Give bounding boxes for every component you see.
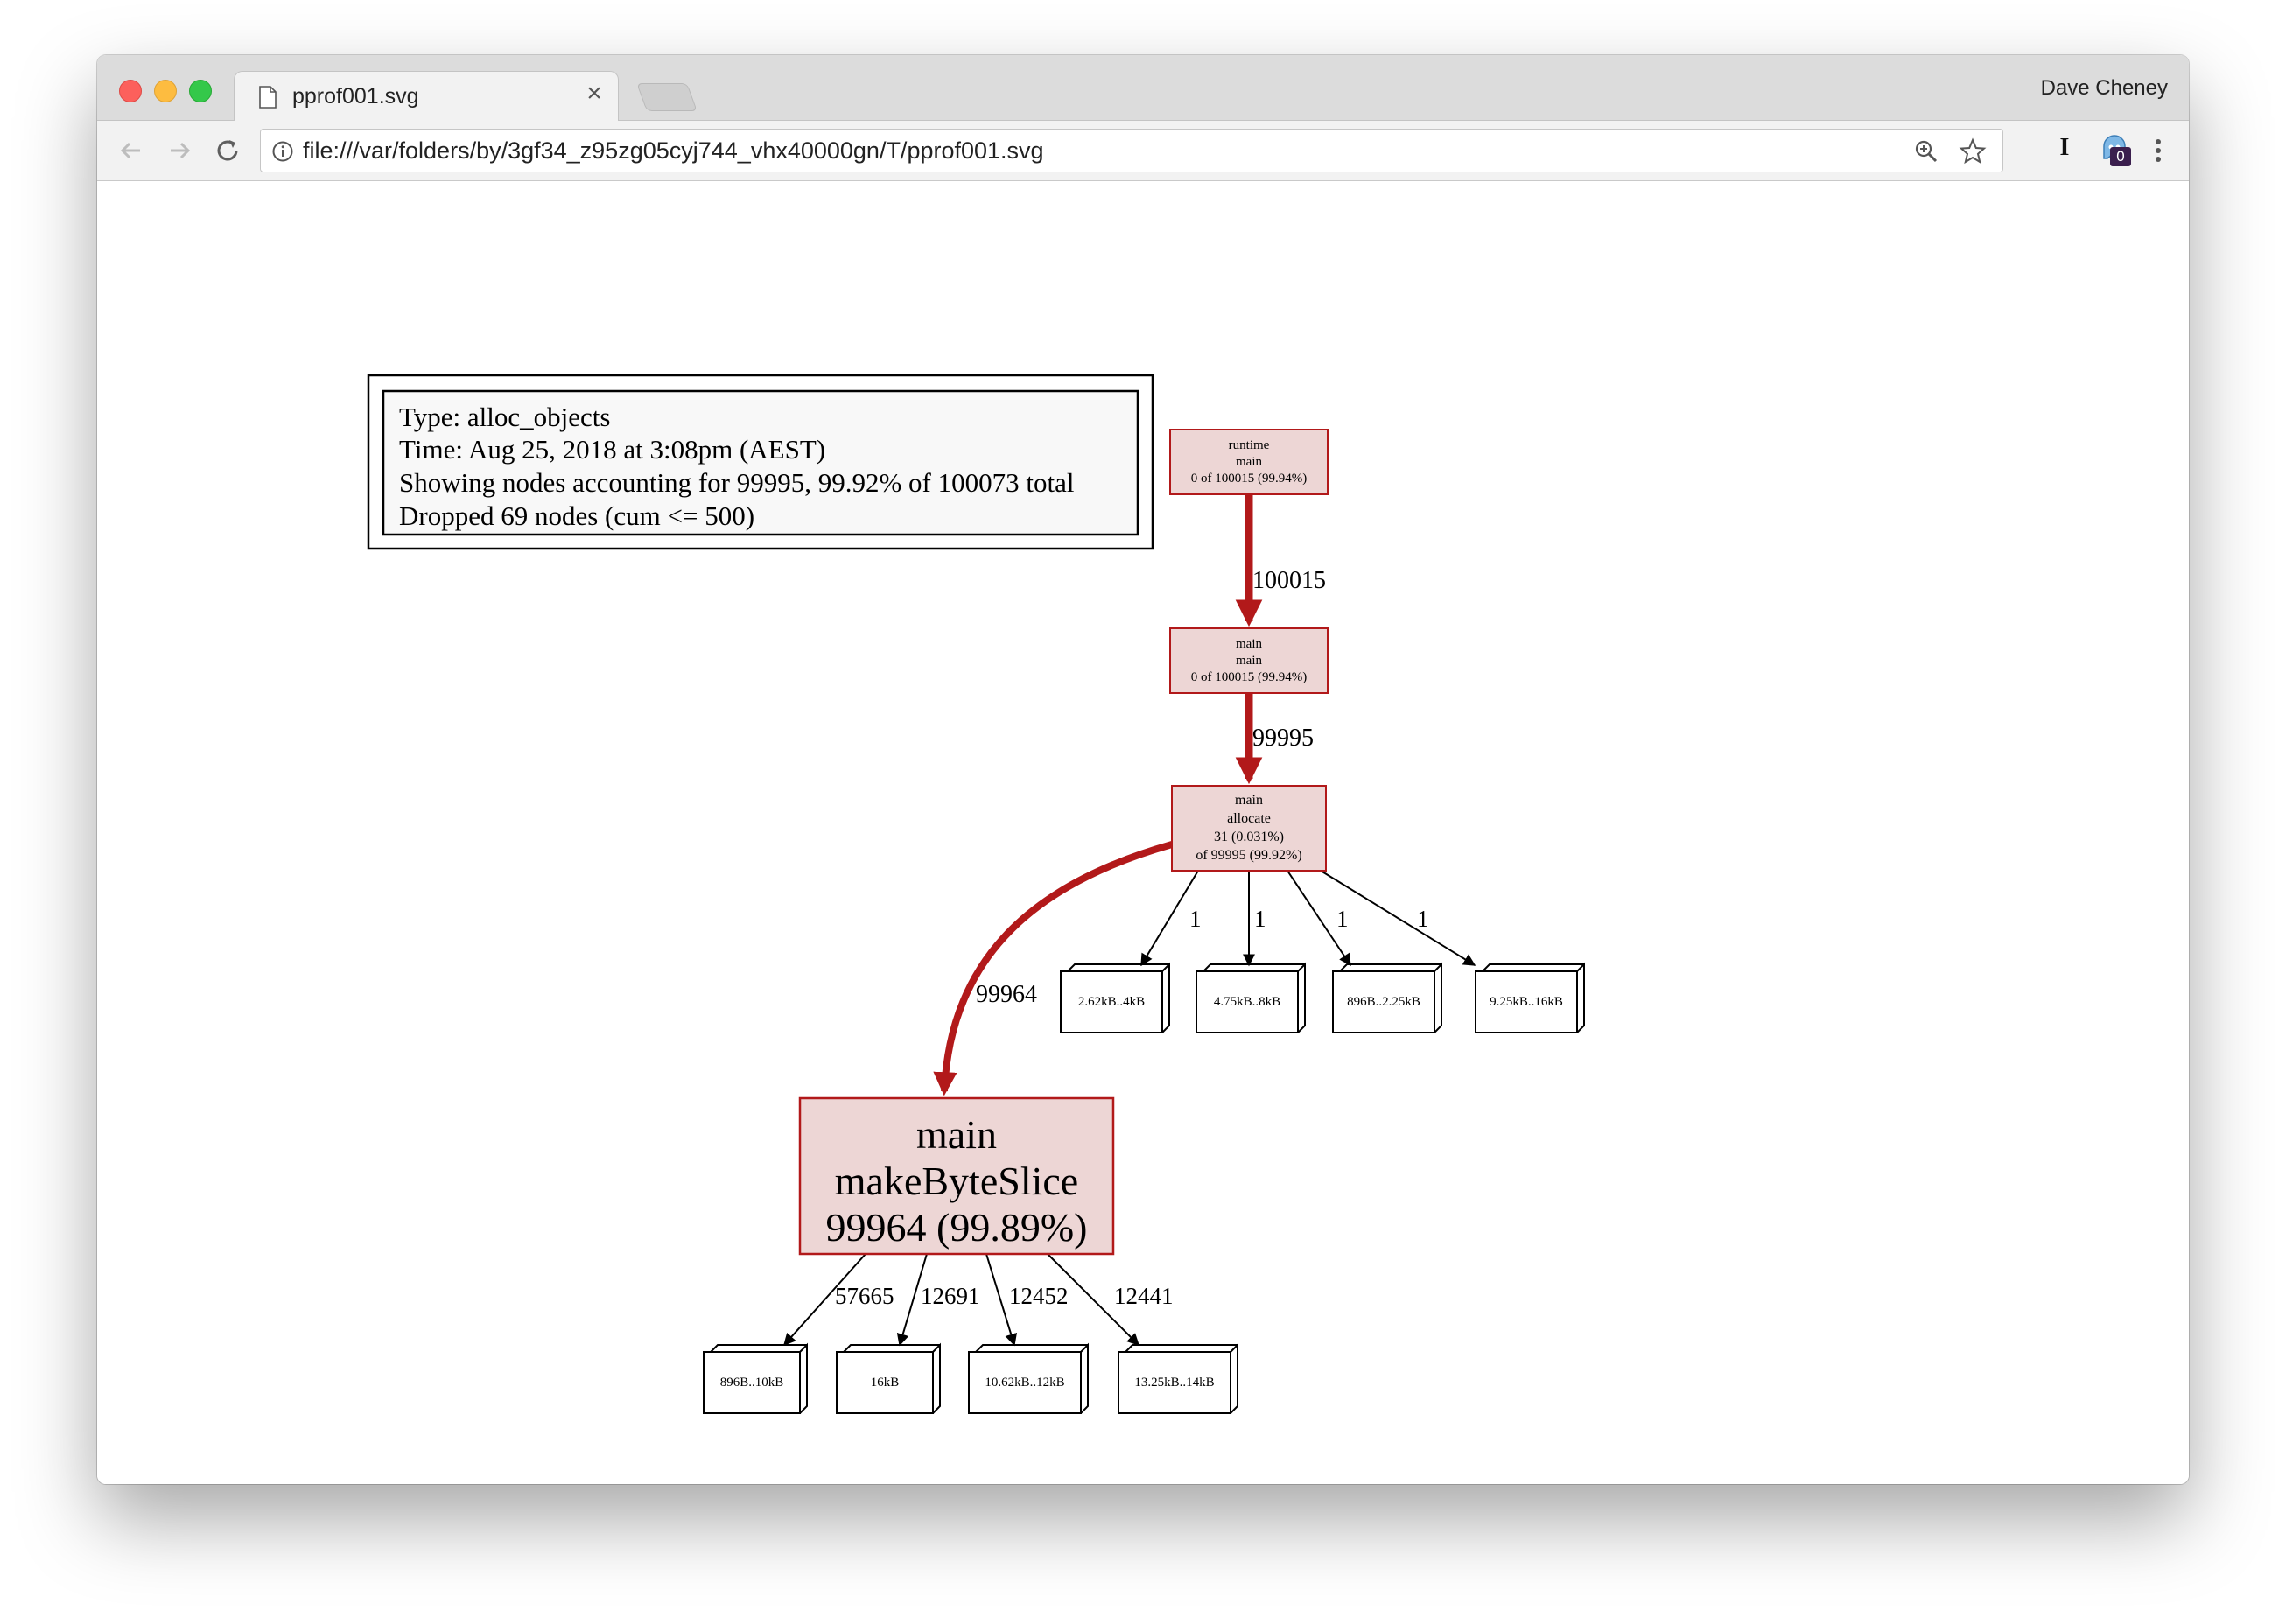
box-label: 896B..2.25kB — [1347, 995, 1420, 1009]
alloc-size-box[interactable]: 4.75kB..8kB — [1196, 962, 1306, 1033]
alloc-size-box[interactable]: 16kB — [836, 1342, 941, 1414]
edge-label: 12452 — [1009, 1283, 1069, 1309]
zoom-icon[interactable] — [1913, 138, 1939, 164]
node-label: main — [1236, 455, 1262, 469]
node-label: main — [916, 1112, 997, 1157]
edge-label: 12441 — [1114, 1283, 1174, 1309]
node-label: allocate — [1227, 811, 1271, 826]
node-label: 0 of 100015 (99.94%) — [1191, 670, 1307, 684]
legend-line: Time: Aug 25, 2018 at 3:08pm (AEST) — [399, 434, 825, 465]
legend-line: Dropped 69 nodes (cum <= 500) — [399, 500, 754, 531]
url-input[interactable] — [303, 134, 1896, 167]
legend-line: Type: alloc_objects — [399, 402, 610, 432]
tab-close-button[interactable]: × — [586, 79, 602, 108]
title-bar: pprof001.svg × Dave Cheney — [97, 55, 2189, 122]
edge-allocate-to-makebyteslice[interactable] — [933, 841, 1174, 1096]
document-icon — [259, 86, 277, 108]
reload-icon[interactable] — [210, 133, 245, 168]
edge-label: 99964 — [976, 981, 1037, 1008]
info-icon[interactable] — [271, 140, 294, 163]
extension-i-button[interactable]: I — [2059, 134, 2070, 161]
node-main-allocate[interactable]: main allocate 31 (0.031%) of 99995 (99.9… — [1171, 785, 1327, 872]
box-label: 16kB — [871, 1376, 900, 1390]
page-content: Type: alloc_objects Time: Aug 25, 2018 a… — [97, 181, 2189, 1484]
tab-pprof001[interactable]: pprof001.svg × — [234, 71, 619, 122]
extension-badge: 0 — [2110, 147, 2131, 166]
edge-allocate-to-box[interactable] — [1140, 870, 1199, 967]
node-label: runtime — [1229, 438, 1270, 452]
box-label: 10.62kB..12kB — [985, 1376, 1064, 1390]
node-label: 99964 (99.89%) — [826, 1205, 1088, 1250]
node-main-main[interactable]: main main 0 of 100015 (99.94%) — [1169, 627, 1329, 694]
alloc-size-box[interactable]: 896B..10kB — [703, 1342, 808, 1414]
edge-label: 100015 — [1252, 567, 1326, 594]
edge-make-to-box[interactable] — [1047, 1253, 1139, 1346]
alloc-size-box[interactable]: 9.25kB..16kB — [1475, 962, 1585, 1033]
pprof-graph: Type: alloc_objects Time: Aug 25, 2018 a… — [367, 374, 1585, 1414]
edge-label: 1 — [1189, 906, 1202, 932]
edge-label: 12691 — [921, 1283, 980, 1309]
node-label: main — [1236, 637, 1262, 651]
node-label: 0 of 100015 (99.94%) — [1191, 472, 1307, 486]
edge-allocate-to-box[interactable] — [1287, 870, 1351, 967]
menu-dots-icon[interactable] — [2148, 135, 2169, 166]
node-label: of 99995 (99.92%) — [1196, 848, 1301, 863]
browser-window: pprof001.svg × Dave Cheney — [97, 55, 2189, 1484]
box-label: 2.62kB..4kB — [1078, 995, 1145, 1009]
box-label: 13.25kB..14kB — [1134, 1376, 1214, 1390]
edge-label: 1 — [1417, 906, 1429, 932]
edge-label: 57665 — [835, 1283, 894, 1309]
alloc-size-box[interactable]: 896B..2.25kB — [1332, 962, 1442, 1033]
node-make-byte-slice[interactable]: main makeByteSlice 99964 (99.89%) — [798, 1096, 1115, 1256]
window-minimize-button[interactable] — [154, 80, 177, 102]
node-label: 31 (0.031%) — [1214, 830, 1284, 844]
edge-label: 1 — [1254, 906, 1266, 932]
edge-make-to-box[interactable] — [985, 1253, 1017, 1347]
profile-name[interactable]: Dave Cheney — [2040, 76, 2168, 100]
edge-allocate-to-box[interactable] — [1320, 870, 1476, 966]
legend-line: Showing nodes accounting for 99995, 99.9… — [399, 467, 1074, 498]
node-label: makeByteSlice — [835, 1158, 1078, 1203]
alloc-size-box[interactable]: 10.62kB..12kB — [968, 1342, 1089, 1414]
box-label: 9.25kB..16kB — [1490, 995, 1563, 1009]
browser-toolbar: I 0 — [97, 121, 2189, 181]
alloc-size-box[interactable]: 2.62kB..4kB — [1060, 962, 1170, 1033]
address-bar[interactable] — [260, 129, 2003, 172]
box-label: 896B..10kB — [720, 1376, 784, 1390]
node-label: main — [1236, 654, 1262, 668]
new-tab-button[interactable] — [636, 83, 698, 111]
edge-label: 99995 — [1252, 724, 1314, 752]
edge-make-to-box[interactable] — [896, 1253, 928, 1347]
box-label: 4.75kB..8kB — [1214, 995, 1280, 1009]
node-label: main — [1235, 793, 1263, 808]
legend-box: Type: alloc_objects Time: Aug 25, 2018 a… — [367, 374, 1154, 550]
forward-arrow-icon[interactable] — [162, 133, 197, 168]
tab-title: pprof001.svg — [292, 84, 419, 108]
bookmark-star-icon[interactable] — [1959, 137, 1987, 165]
alloc-size-box[interactable]: 13.25kB..14kB — [1118, 1342, 1238, 1414]
node-runtime-main[interactable]: runtime main 0 of 100015 (99.94%) — [1169, 429, 1329, 495]
edge-make-to-box[interactable] — [783, 1253, 866, 1347]
back-arrow-icon[interactable] — [114, 133, 149, 168]
window-maximize-button[interactable] — [189, 80, 212, 102]
edge-label: 1 — [1336, 906, 1349, 932]
window-close-button[interactable] — [119, 80, 142, 102]
